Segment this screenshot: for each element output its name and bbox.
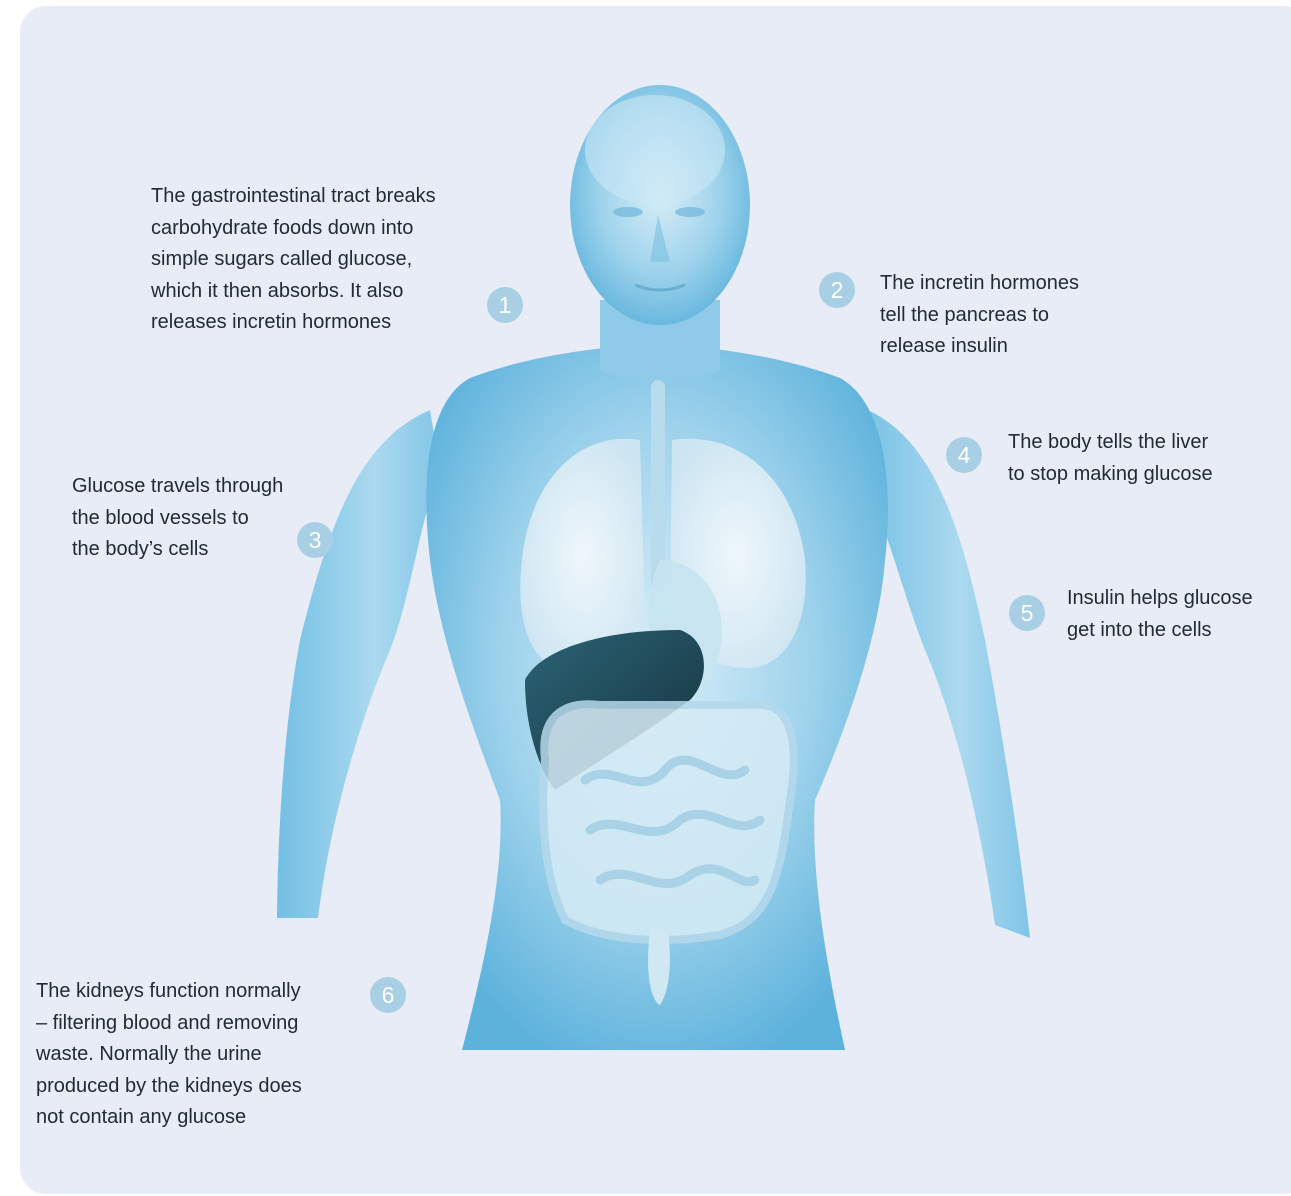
step-6-text: The kidneys function normally – filterin… [36, 976, 302, 1134]
step-1-badge: 1 [487, 287, 523, 323]
step-3-text: Glucose travels through the blood vessel… [72, 471, 283, 566]
eye-left [613, 207, 643, 217]
step-1-text: The gastrointestinal tract breaks carboh… [151, 181, 436, 339]
eye-right [675, 207, 705, 217]
step-5-badge: 5 [1009, 595, 1045, 631]
step-5-text: Insulin helps glucose get into the cells [1067, 583, 1253, 646]
esophagus [651, 380, 665, 590]
step-6-badge: 6 [370, 977, 406, 1013]
step-4-badge: 4 [946, 437, 982, 473]
left-arm [277, 410, 440, 918]
step-4-text: The body tells the liver to stop making … [1008, 427, 1213, 490]
step-3-badge: 3 [297, 522, 333, 558]
step-2-badge: 2 [819, 272, 855, 308]
step-2-text: The incretin hormones tell the pancreas … [880, 268, 1079, 363]
